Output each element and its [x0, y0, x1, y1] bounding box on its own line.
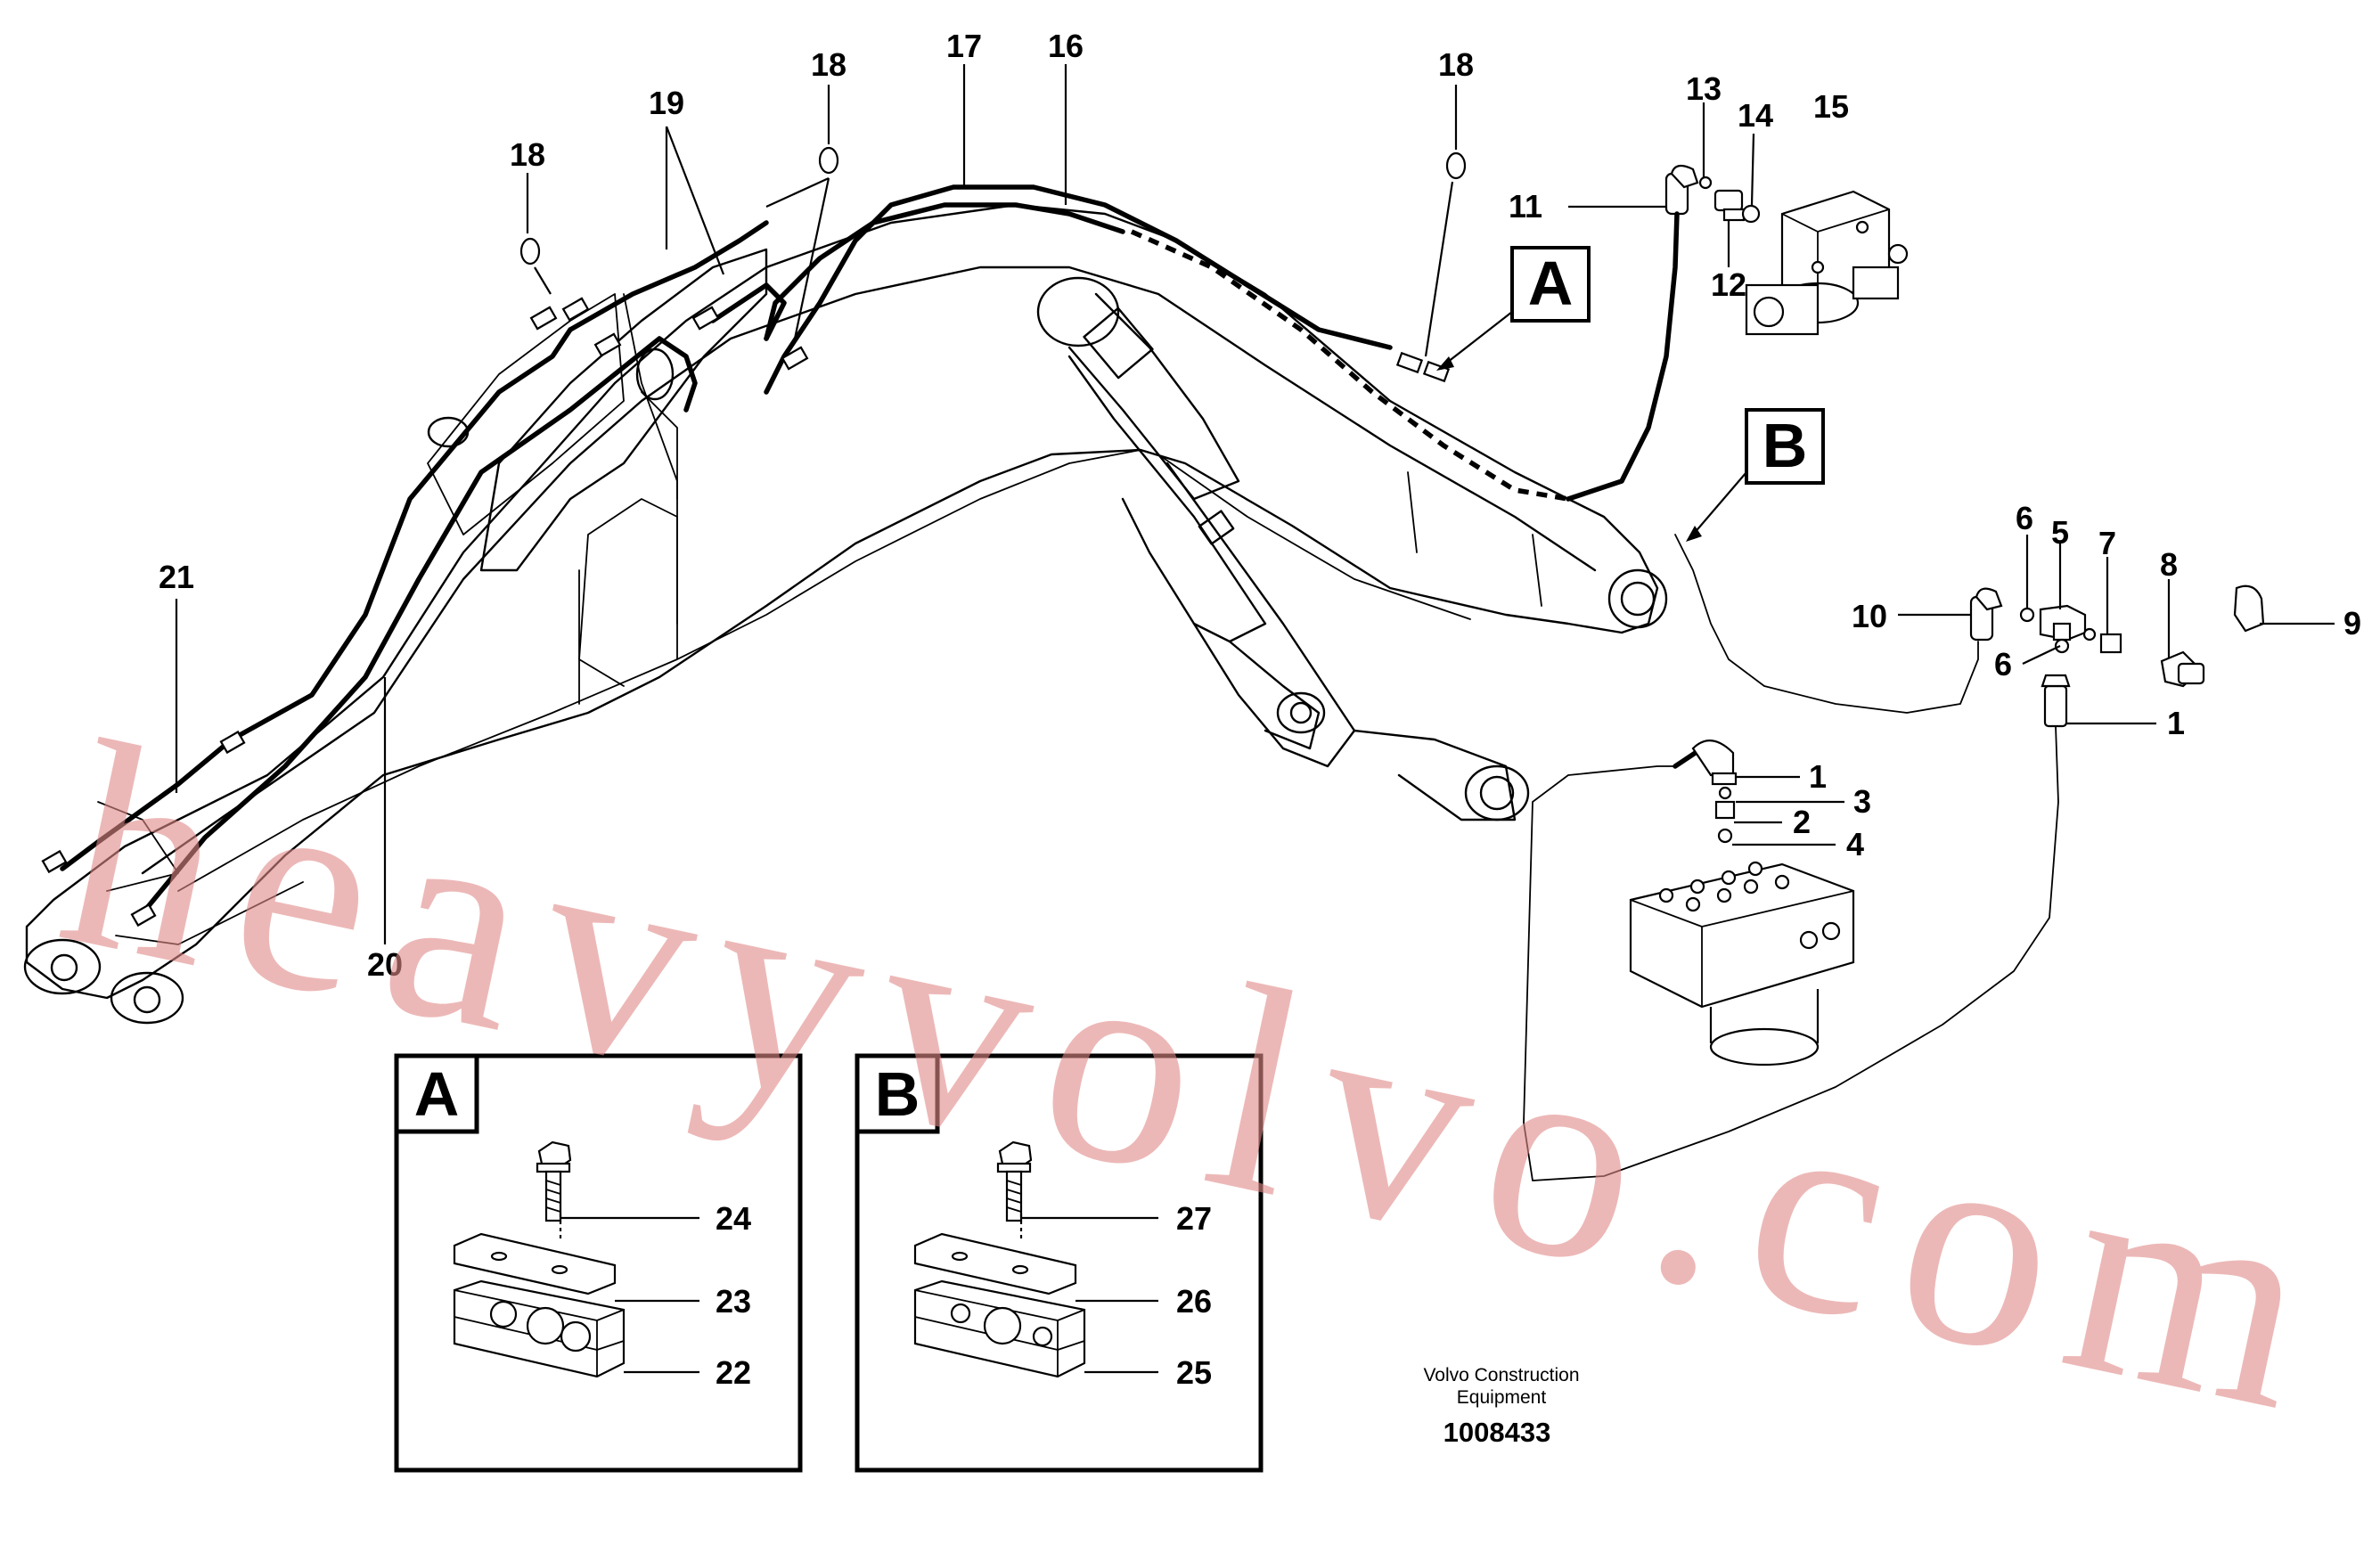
callout-3: 3 — [1853, 783, 1871, 820]
callout-20: 20 — [367, 946, 403, 983]
fittings-11-14 — [1566, 164, 1761, 502]
callout-leaders — [175, 64, 2335, 944]
hoses — [41, 184, 1569, 928]
callout-4: 4 — [1846, 826, 1864, 862]
callout-6-low: 6 — [1994, 646, 2012, 682]
callout-6-top: 6 — [2016, 500, 2033, 536]
callout-5: 5 — [2051, 514, 2069, 551]
callout-12: 12 — [1711, 266, 1746, 303]
boom-structure — [23, 203, 1668, 1025]
maker-line-2: Equipment — [1457, 1387, 1547, 1408]
callout-17: 17 — [946, 28, 982, 64]
callout-numbers: 21 20 18 19 18 17 16 18 11 13 14 15 12 1… — [159, 28, 2361, 983]
callout-9: 9 — [2343, 605, 2361, 642]
callout-11: 11 — [1509, 188, 1542, 225]
callout-13: 13 — [1686, 70, 1722, 107]
fittings-5-10 — [1969, 584, 2265, 728]
detail-panel-b-label: B — [875, 1059, 920, 1129]
callout-21: 21 — [159, 559, 194, 595]
hose-b-route — [1674, 534, 1979, 714]
solenoid-valve-assembly — [1745, 190, 1909, 336]
detail-marker-b: B — [1686, 408, 1825, 542]
maker-line-1: Volvo Construction — [1423, 1365, 1579, 1385]
callout-15: 15 — [1813, 88, 1849, 125]
detail-marker-a: A — [1436, 246, 1591, 371]
detail-panel-b: B 27 26 25 — [855, 1053, 1264, 1473]
detail-panel-a: A 24 23 22 — [394, 1053, 803, 1473]
callout-24: 24 — [716, 1200, 751, 1237]
document-number: 1008433 — [1444, 1417, 1551, 1448]
callout-27: 27 — [1176, 1200, 1212, 1237]
footer: Volvo Construction Equipment 1008433 — [1423, 1365, 1579, 1448]
callout-25: 25 — [1176, 1354, 1212, 1391]
callout-16: 16 — [1048, 28, 1084, 64]
callout-26: 26 — [1176, 1283, 1212, 1320]
callout-14: 14 — [1738, 97, 1773, 134]
callout-7: 7 — [2098, 525, 2116, 561]
detail-marker-b-label: B — [1763, 411, 1808, 480]
callout-1-manifold: 1 — [1809, 758, 1827, 795]
callout-23: 23 — [716, 1283, 751, 1320]
callout-19: 19 — [649, 85, 684, 121]
fittings-1-4 — [1673, 740, 1738, 844]
detail-panel-a-label: A — [414, 1059, 460, 1129]
boom-cylinders — [1036, 276, 1530, 821]
detail-marker-a-label: A — [1528, 249, 1574, 318]
hose-lower-loop — [1523, 725, 2059, 1181]
callout-18-right: 18 — [1438, 46, 1474, 83]
manifold-block — [1629, 861, 1855, 1067]
callout-22: 22 — [716, 1354, 751, 1391]
callout-8: 8 — [2160, 546, 2178, 583]
callout-10: 10 — [1852, 598, 1887, 634]
callout-18-left: 18 — [510, 136, 545, 173]
callout-18-middle: 18 — [811, 46, 846, 83]
callout-2: 2 — [1793, 804, 1811, 840]
callout-1-right: 1 — [2167, 705, 2185, 741]
